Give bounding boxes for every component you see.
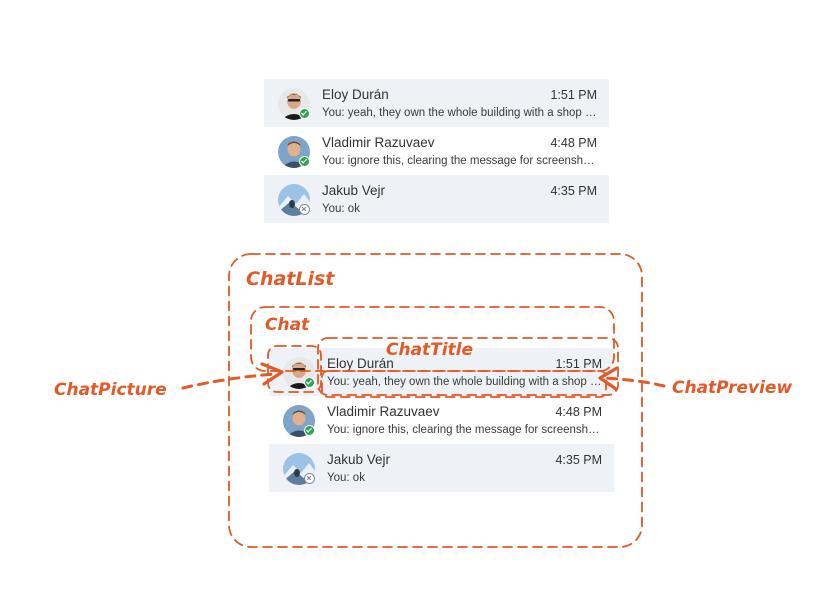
chat-preview: You: ignore this, clearing the message f…: [322, 155, 597, 167]
label-chattitle: ChatTitle: [386, 340, 474, 360]
chat-title: Eloy Durán: [327, 356, 394, 371]
chat-time: 4:35 PM: [555, 453, 602, 467]
chat-list-annotated: Eloy Durán 1:51 PM You: yeah, they own t…: [269, 348, 614, 492]
offline-status-icon: [304, 473, 315, 484]
chat-row-eloy[interactable]: Eloy Durán 1:51 PM You: yeah, they own t…: [264, 79, 609, 127]
online-status-icon: [299, 156, 310, 167]
chat-time: 1:51 PM: [555, 357, 602, 371]
online-status-icon: [304, 377, 315, 388]
chat-title: Jakub Vejr: [327, 452, 391, 467]
chat-list-top: Eloy Durán 1:51 PM You: yeah, they own t…: [264, 79, 609, 223]
chat-preview: You: ok: [327, 472, 365, 484]
chat-row-vladimir[interactable]: Vladimir Razuvaev 4:48 PM You: ignore th…: [264, 127, 609, 175]
chatpicture-arrow: [181, 372, 277, 390]
offline-status-icon: [299, 204, 310, 215]
label-chatpreview: ChatPreview: [672, 378, 793, 398]
chat-time: 4:35 PM: [550, 184, 597, 198]
chat-title: Vladimir Razuvaev: [322, 135, 435, 150]
chat-preview: You: yeah, they own the whole building w…: [322, 107, 597, 119]
online-status-icon: [299, 108, 310, 119]
chat-title: Eloy Durán: [322, 87, 389, 102]
chat-row-jakub[interactable]: Jakub Vejr 4:35 PM You: ok: [264, 175, 609, 223]
online-status-icon: [304, 425, 315, 436]
chat-title: Jakub Vejr: [322, 183, 386, 198]
chat-row-vladimir[interactable]: Vladimir Razuvaev 4:48 PM You: ignore th…: [269, 396, 614, 444]
label-chatpicture: ChatPicture: [54, 380, 167, 400]
chat-time: 4:48 PM: [550, 136, 597, 150]
chat-time: 4:48 PM: [555, 405, 602, 419]
chat-preview: You: ignore this, clearing the message f…: [327, 424, 602, 436]
label-chat: Chat: [265, 315, 310, 335]
chat-picture: [278, 88, 310, 120]
chat-row-jakub[interactable]: Jakub Vejr 4:35 PM You: ok: [269, 444, 614, 492]
chat-title: Vladimir Razuvaev: [327, 404, 440, 419]
chat-preview: You: yeah, they own the whole building w…: [327, 376, 602, 388]
avatar-eloy-icon: [278, 88, 310, 120]
label-chatlist: ChatList: [246, 268, 335, 290]
chat-time: 1:51 PM: [550, 88, 597, 102]
chat-preview: You: ok: [322, 203, 360, 215]
